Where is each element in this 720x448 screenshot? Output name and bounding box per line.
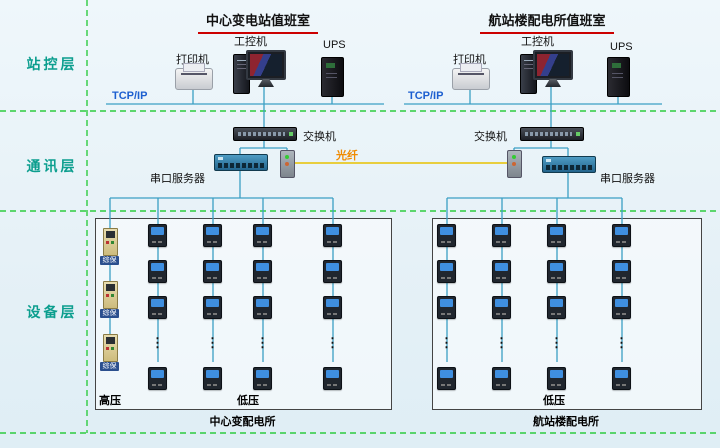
ethernet-switch-icon [233,127,297,141]
meter-column: ⋮ [148,224,167,390]
left-tcpip-label: TCP/IP [112,90,148,102]
ellipsis-dots: ⋮ [256,335,269,350]
power-meter-icon [492,260,511,283]
monitor-icon [533,50,573,80]
fiber-converter-icon [280,150,295,178]
ellipsis-dots: ⋮ [495,335,508,350]
power-meter-icon [612,296,631,319]
right-room-title: 航站楼配电所值班室 [480,10,614,34]
protection-relay-icon [103,334,118,362]
right-switchgear-box [432,218,702,410]
meter-column: ⋮ [547,224,566,390]
power-meter-icon [547,296,566,319]
left-lv-label: 低压 [237,395,259,407]
power-meter-icon [203,260,222,283]
right-box-caption: 航站楼配电所 [533,416,599,428]
left-box-caption: 中心变配电所 [209,416,276,428]
power-meter-icon [547,224,566,247]
ellipsis-dots: ⋮ [206,335,219,350]
relay-label: 综保 [100,309,119,318]
layer-label-device: 设备层 [26,304,78,320]
ups-icon [321,57,344,97]
right-switch-label: 交换机 [474,131,507,143]
power-meter-icon [437,224,456,247]
ethernet-switch-icon [520,127,584,141]
power-meter-icon [148,224,167,247]
power-meter-icon [253,367,272,390]
right-ups-label: UPS [610,41,633,53]
left-switchgear-box [95,218,392,410]
meter-column: ⋮ [323,224,342,390]
fiber-converter-icon [507,150,522,178]
power-meter-icon [547,260,566,283]
protection-relay-icon [103,228,118,256]
ellipsis-dots: ⋮ [550,335,563,350]
power-meter-icon [437,367,456,390]
ellipsis-dots: ⋮ [151,335,164,350]
power-meter-icon [612,224,631,247]
left-ups-label: UPS [323,39,346,51]
power-meter-icon [492,367,511,390]
power-meter-icon [203,367,222,390]
power-meter-icon [492,296,511,319]
ellipsis-dots: ⋮ [326,335,339,350]
power-meter-icon [253,260,272,283]
monitor-icon [246,50,286,80]
power-meter-icon [547,367,566,390]
power-meter-icon [253,224,272,247]
right-lv-label: 低压 [543,395,565,407]
power-meter-icon [148,296,167,319]
meter-column: ⋮ [253,224,272,390]
serial-server-icon [214,154,268,171]
serial-server-icon [542,156,596,173]
protection-relay-icon [103,281,118,309]
right-ipc-label: 工控机 [521,36,554,48]
power-meter-icon [323,260,342,283]
relay-label: 综保 [100,256,119,265]
left-switch-label: 交换机 [303,131,336,143]
layer-label-comm: 通讯层 [26,158,78,174]
power-meter-icon [612,260,631,283]
printer-icon [175,63,213,90]
power-meter-icon [148,367,167,390]
left-serial-server-label: 串口服务器 [150,173,205,185]
ellipsis-dots: ⋮ [440,335,453,350]
left-hv-label: 高压 [99,395,121,407]
meter-column: ⋮ [492,224,511,390]
left-room-title: 中心变电站值班室 [198,10,318,34]
relay-label: 综保 [100,362,119,371]
ups-icon [607,57,630,97]
printer-icon [452,63,490,90]
left-ipc-label: 工控机 [234,36,267,48]
power-meter-icon [203,224,222,247]
right-tcpip-label: TCP/IP [408,90,444,102]
power-meter-icon [323,296,342,319]
power-meter-icon [253,296,272,319]
power-meter-icon [437,296,456,319]
meter-column: ⋮ [437,224,456,390]
right-serial-server-label: 串口服务器 [600,173,655,185]
layer-label-station: 站控层 [26,56,78,72]
power-meter-icon [203,296,222,319]
power-meter-icon [492,224,511,247]
power-meter-icon [323,224,342,247]
power-meter-icon [148,260,167,283]
power-meter-icon [612,367,631,390]
meter-column: ⋮ [203,224,222,390]
meter-column: ⋮ [612,224,631,390]
power-meter-icon [437,260,456,283]
ellipsis-dots: ⋮ [615,335,628,350]
power-meter-icon [323,367,342,390]
fiber-label: 光纤 [336,150,358,162]
